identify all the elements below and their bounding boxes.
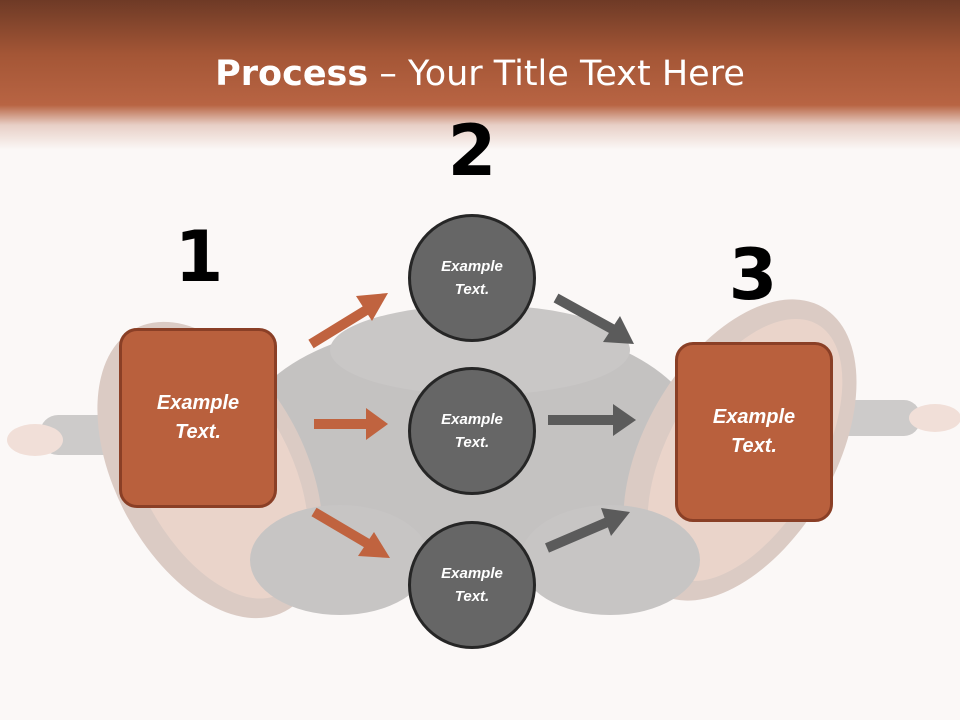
arrow-box1-to-circle-bottom <box>311 507 390 558</box>
step-1-box: Example Text. <box>119 328 277 508</box>
arrow-circle-top-to-box3 <box>553 293 634 344</box>
arrow-box1-to-circle-top <box>308 293 388 349</box>
step-3-box: Example Text. <box>675 342 833 522</box>
step-1-text: Example Text. <box>156 392 240 443</box>
step-2-circle-middle: Example Text. <box>408 367 536 495</box>
step-number-1: 1 <box>174 216 224 298</box>
arrow-circle-bottom-to-box3 <box>545 508 630 553</box>
step-2-circle-top: Example Text. <box>408 214 536 342</box>
arrow-box1-to-circle-middle <box>314 408 388 440</box>
circle-bottom-text: Example Text. <box>441 565 503 605</box>
circle-middle-text: Example Text. <box>441 411 503 451</box>
circle-top-text: Example Text. <box>441 258 503 298</box>
step-number-3: 3 <box>728 234 778 316</box>
arrow-circle-middle-to-box3 <box>548 404 636 436</box>
slide-title: Process – Your Title Text Here <box>0 52 960 96</box>
title-bold: Process <box>215 54 369 94</box>
step-number-2: 2 <box>447 110 497 192</box>
title-rest: – Your Title Text Here <box>368 54 745 94</box>
header-band <box>0 0 960 150</box>
step-3-text: Example Text. <box>712 406 796 457</box>
step-2-circle-bottom: Example Text. <box>408 521 536 649</box>
